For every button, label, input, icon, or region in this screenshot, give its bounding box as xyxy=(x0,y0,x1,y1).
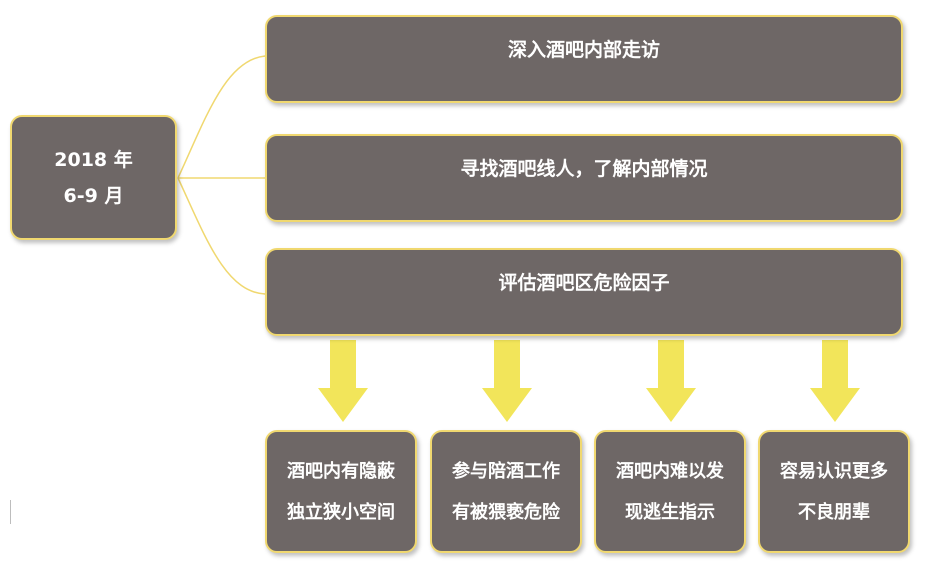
edge-mark xyxy=(0,500,11,524)
risk-line-1: 容易认识更多 xyxy=(780,460,888,482)
down-arrow-4 xyxy=(810,340,860,422)
step-label: 寻找酒吧线人，了解内部情况 xyxy=(460,158,708,180)
date-box: 2018 年 6-9 月 xyxy=(10,115,177,240)
connector-to-step-1 xyxy=(177,55,266,179)
down-arrow-3 xyxy=(646,340,696,422)
risk-line-2: 有被猥亵危险 xyxy=(452,501,560,523)
risk-line-1: 酒吧内难以发 xyxy=(616,460,724,482)
risk-box-2: 参与陪酒工作 有被猥亵危险 xyxy=(430,430,582,553)
risk-box-1: 酒吧内有隐蔽 独立狭小空间 xyxy=(265,430,417,553)
risk-line-1: 酒吧内有隐蔽 xyxy=(287,460,395,482)
down-arrow-1 xyxy=(318,340,368,422)
risk-box-4: 容易认识更多 不良朋辈 xyxy=(758,430,910,553)
step-box-1: 深入酒吧内部走访 xyxy=(265,15,903,103)
date-year: 2018 年 xyxy=(54,148,133,171)
step-box-2: 寻找酒吧线人，了解内部情况 xyxy=(265,134,903,222)
date-months: 6-9 月 xyxy=(63,184,124,207)
risk-line-1: 参与陪酒工作 xyxy=(452,460,560,482)
risk-line-2: 不良朋辈 xyxy=(798,501,870,523)
down-arrow-2 xyxy=(482,340,532,422)
risk-box-3: 酒吧内难以发 现逃生指示 xyxy=(594,430,746,553)
risk-line-2: 现逃生指示 xyxy=(625,501,715,523)
step-label: 深入酒吧内部走访 xyxy=(507,39,660,61)
step-box-3: 评估酒吧区危险因子 xyxy=(265,248,903,336)
step-label: 评估酒吧区危险因子 xyxy=(498,272,670,294)
connector-to-step-3 xyxy=(177,177,266,295)
risk-line-2: 独立狭小空间 xyxy=(287,501,395,523)
